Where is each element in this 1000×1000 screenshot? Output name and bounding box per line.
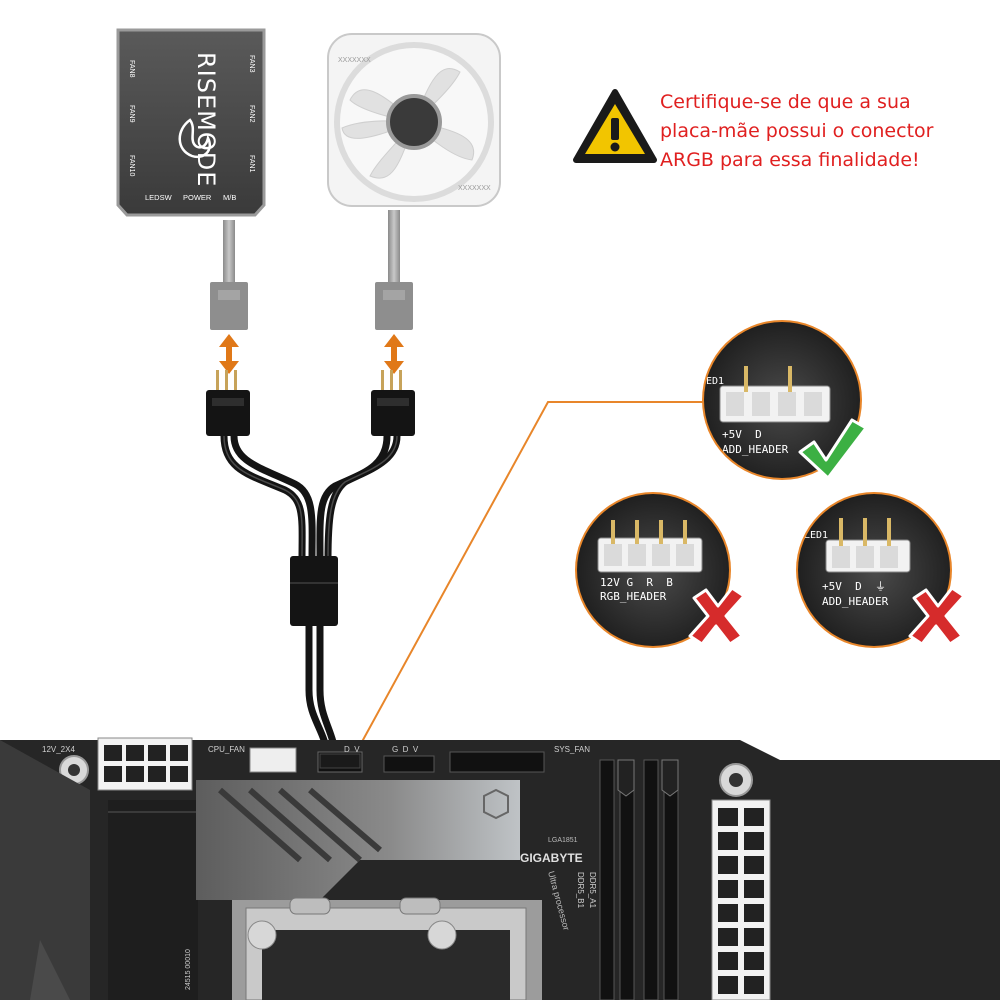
- mb-label-pins-a: G D V: [392, 745, 419, 754]
- hub-port-mb: M/B: [223, 193, 236, 202]
- inset1-header-label: ADD_HEADER: [722, 443, 789, 456]
- inset2-pin-labels: 12V G R B: [600, 576, 673, 589]
- hub-brand: RISEMODE: [192, 52, 220, 187]
- mb-label-socket: LGA1851: [548, 837, 578, 844]
- hub-cable: [210, 220, 248, 330]
- motherboard: 12V_2X4 CPU_FAN D V G D V SYS_FAN LGA1: [0, 737, 1000, 1000]
- connect-arrow-right: [384, 334, 404, 374]
- hub-port-ledsw: LEDSW: [145, 193, 173, 202]
- hub-port-fan8: FAN8: [128, 60, 135, 78]
- inset3-pin-labels: +5V D ⏚: [822, 580, 886, 593]
- warning-message: Certifique-se de que a sua placa-mãe pos…: [660, 88, 980, 175]
- mb-label-brand: GIGABYTE: [520, 851, 583, 865]
- mb-label-serial: 24515 00010: [185, 949, 192, 990]
- mb-label-ddr-a1: DDR5_A1: [588, 872, 597, 909]
- fan-cable: [375, 210, 413, 330]
- warning-line-1: Certifique-se de que a sua: [660, 91, 911, 113]
- fan-ring-text-top: XXXXXXX: [338, 57, 371, 64]
- inset2-header-label: RGB_HEADER: [600, 590, 667, 603]
- cross-icon: [688, 586, 746, 646]
- hub-port-fan3: FAN3: [248, 55, 255, 73]
- inset1-side-label: LED1: [700, 376, 724, 387]
- fan-ring-text-bottom: XXXXXXX: [458, 185, 491, 192]
- mb-label-ddr-b1: DDR5_B1: [576, 872, 585, 909]
- argb-hub: RISEMODE FAN8 FAN9 FAN10 FAN3 FAN2 FAN1 …: [116, 28, 266, 217]
- warning-line-2: placa-mãe possui o conector: [660, 120, 934, 142]
- inset-wrong-add-header: LED1 +5V D ⏚ ADD_HEADER: [796, 492, 966, 648]
- fan-hub-icon: [386, 94, 442, 150]
- aorus-logo-icon: [483, 788, 509, 820]
- hub-port-fan10: FAN10: [128, 155, 135, 177]
- mb-label-sys-fan: SYS_FAN: [554, 745, 590, 754]
- rgb-fan: XXXXXXX XXXXXXX: [327, 33, 501, 207]
- mb-label-pins-b: D V: [344, 745, 360, 754]
- mb-label-power: 12V_2X4: [42, 745, 75, 754]
- hub-port-fan2: FAN2: [248, 105, 255, 123]
- hub-port-fan1: FAN1: [248, 155, 255, 173]
- hub-port-power: POWER: [183, 193, 212, 202]
- warning-line-3: ARGB para essa finalidade!: [660, 149, 920, 171]
- callout-line: [351, 401, 704, 761]
- cross-icon: [908, 586, 966, 646]
- inset-correct-add-header: LED1 +5V D ADD_HEADER: [700, 320, 868, 480]
- mb-label-cpu-fan: CPU_FAN: [208, 745, 245, 754]
- check-icon: [798, 418, 868, 480]
- inset3-header-label: ADD_HEADER: [822, 595, 889, 608]
- connect-arrow-left: [219, 334, 239, 374]
- inset-wrong-rgb-header: 12V G R B RGB_HEADER: [575, 492, 746, 648]
- inset3-side-label: LED1: [804, 530, 828, 541]
- argb-plug-inserted: [319, 753, 361, 769]
- flame-logo-icon: [178, 118, 211, 159]
- warning-triangle-icon: [573, 89, 657, 163]
- hub-port-fan9: FAN9: [128, 105, 135, 123]
- inset1-pin-labels: +5V D: [722, 428, 762, 441]
